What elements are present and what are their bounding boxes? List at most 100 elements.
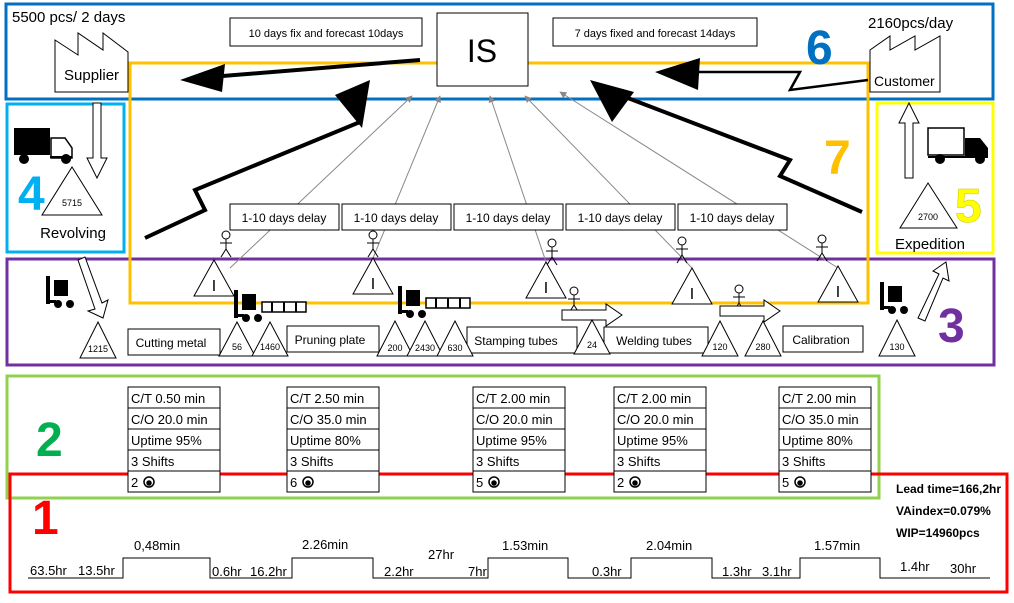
delay-text-2: 1-10 days delay xyxy=(354,211,439,225)
svg-text:0.3hr: 0.3hr xyxy=(592,564,622,579)
svg-text:C/T 2.00 min: C/T 2.00 min xyxy=(476,391,550,406)
svg-text:1.4hr: 1.4hr xyxy=(900,559,930,574)
inventory-triangles: 1215 56 1460 200 2430 630 24 120 280 130 xyxy=(79,318,916,359)
customer-label: Customer xyxy=(874,73,935,89)
svg-text:1.57min: 1.57min xyxy=(814,538,860,553)
svg-text:1.53min: 1.53min xyxy=(502,538,548,553)
zone-5-frame xyxy=(875,101,995,255)
svg-text:5: 5 xyxy=(782,475,789,490)
svg-text:5: 5 xyxy=(955,180,982,233)
customer-truck-icon xyxy=(927,127,988,164)
customer-order-box xyxy=(552,17,758,47)
kanban-label-5: I xyxy=(836,284,840,301)
svg-text:0,48min: 0,48min xyxy=(134,538,180,553)
inventory-qty-5: 2430 xyxy=(415,343,435,353)
va-index: VAindex=0.079% xyxy=(896,504,991,518)
svg-text:C/T 2.00 min: C/T 2.00 min xyxy=(617,391,691,406)
svg-text:3 Shifts: 3 Shifts xyxy=(782,454,826,469)
kanban-label-3: I xyxy=(544,280,548,297)
svg-text:3 Shifts: 3 Shifts xyxy=(290,454,334,469)
delay-text-3: 1-10 days delay xyxy=(466,211,551,225)
supplier-factory-icon xyxy=(54,31,129,93)
customer-factory-icon xyxy=(869,35,941,93)
inventory-qty-7: 24 xyxy=(587,340,597,350)
revolving-inventory-triangle xyxy=(41,166,103,216)
svg-text:7: 7 xyxy=(824,132,851,185)
inventory-qty-4: 200 xyxy=(387,343,402,353)
svg-text:Uptime 95%: Uptime 95% xyxy=(476,433,547,448)
svg-text:13.5hr: 13.5hr xyxy=(78,563,116,578)
svg-text:1: 1 xyxy=(32,492,59,545)
forklift-icons xyxy=(46,276,908,322)
customer-demand: 2160pcs/day xyxy=(868,15,954,32)
zone-numbers: 1 2 3 4 5 6 7 xyxy=(18,22,982,545)
timeline-labels: 63.5hr 13.5hr 0.6hr 16.2hr 2.2hr 27hr 7h… xyxy=(30,537,977,579)
zone-3-frame xyxy=(5,257,996,367)
supplier-shipment-arrow xyxy=(86,102,108,180)
supplier-label: Supplier xyxy=(64,67,119,84)
svg-text:Uptime 95%: Uptime 95% xyxy=(617,433,688,448)
svg-text:3 Shifts: 3 Shifts xyxy=(617,454,661,469)
process-name-2: Pruning plate xyxy=(295,333,366,347)
expedition-label: Expedition xyxy=(895,236,965,253)
svg-text:2.2hr: 2.2hr xyxy=(384,564,414,579)
supplier-order-text: 10 days fix and forecast 10days xyxy=(249,28,404,40)
summary-box: Lead time=166,2hr VAindex=0.079% WIP=149… xyxy=(896,482,1001,540)
production-control-box xyxy=(436,12,529,87)
svg-text:2: 2 xyxy=(131,475,138,490)
svg-text:2.04min: 2.04min xyxy=(646,538,692,553)
svg-text:3.1hr: 3.1hr xyxy=(762,564,792,579)
svg-text:2.26min: 2.26min xyxy=(302,537,348,552)
revolving-label: Revolving xyxy=(40,225,106,242)
svg-text:C/O 20.0 min: C/O 20.0 min xyxy=(131,412,208,427)
zone-2-frame xyxy=(5,374,881,500)
timeline-ladder xyxy=(28,557,990,579)
svg-text:Uptime 95%: Uptime 95% xyxy=(131,433,202,448)
svg-text:4: 4 xyxy=(18,168,45,221)
svg-text:C/O 35.0 min: C/O 35.0 min xyxy=(782,412,859,427)
kanban-label-1: I xyxy=(212,278,216,295)
svg-text:1.3hr: 1.3hr xyxy=(722,564,752,579)
process-name-3: Stamping tubes xyxy=(474,334,557,348)
process-name-5: Calibration xyxy=(792,333,849,347)
inventory-qty-8: 120 xyxy=(712,342,727,352)
inventory-qty-end: 130 xyxy=(889,342,904,352)
svg-text:Uptime 80%: Uptime 80% xyxy=(290,433,361,448)
supplier-demand: 5500 pcs/ 2 days xyxy=(12,9,125,26)
svg-text:C/O 20.0 min: C/O 20.0 min xyxy=(476,412,553,427)
push-arrows xyxy=(261,297,781,327)
svg-text:6: 6 xyxy=(806,22,833,75)
svg-text:16.2hr: 16.2hr xyxy=(250,564,288,579)
svg-text:3 Shifts: 3 Shifts xyxy=(476,454,520,469)
svg-text:63.5hr: 63.5hr xyxy=(30,563,68,578)
svg-text:C/O 20.0 min: C/O 20.0 min xyxy=(617,412,694,427)
kanban-triangles: I I I I I xyxy=(193,256,859,305)
inventory-qty-9: 280 xyxy=(755,342,770,352)
inventory-qty-2: 56 xyxy=(232,342,242,352)
supplier-truck-icon xyxy=(14,128,73,164)
inventory-qty-start: 1215 xyxy=(88,344,108,354)
svg-text:C/T 2.50 min: C/T 2.50 min xyxy=(290,391,364,406)
svg-text:7hr: 7hr xyxy=(468,564,487,579)
inbound-push-arrow xyxy=(77,256,109,319)
svg-text:3 Shifts: 3 Shifts xyxy=(131,454,175,469)
delay-text-4: 1-10 days delay xyxy=(578,211,663,225)
inventory-qty-6: 630 xyxy=(447,343,462,353)
kanban-label-4: I xyxy=(690,286,694,303)
expedition-inventory-triangle xyxy=(899,182,958,229)
inventory-qty-3: 1460 xyxy=(260,342,280,352)
svg-text:Uptime 80%: Uptime 80% xyxy=(782,433,853,448)
wip: WIP=14960pcs xyxy=(896,526,980,540)
delay-boxes: 1-10 days delay 1-10 days delay 1-10 day… xyxy=(229,203,788,231)
production-control-label: IS xyxy=(467,33,497,69)
info-arrows xyxy=(144,58,869,240)
delay-text-1: 1-10 days delay xyxy=(242,211,327,225)
svg-text:C/O 35.0 min: C/O 35.0 min xyxy=(290,412,367,427)
svg-text:27hr: 27hr xyxy=(428,547,455,562)
supplier-order-box xyxy=(229,17,423,47)
svg-text:3: 3 xyxy=(938,300,965,353)
